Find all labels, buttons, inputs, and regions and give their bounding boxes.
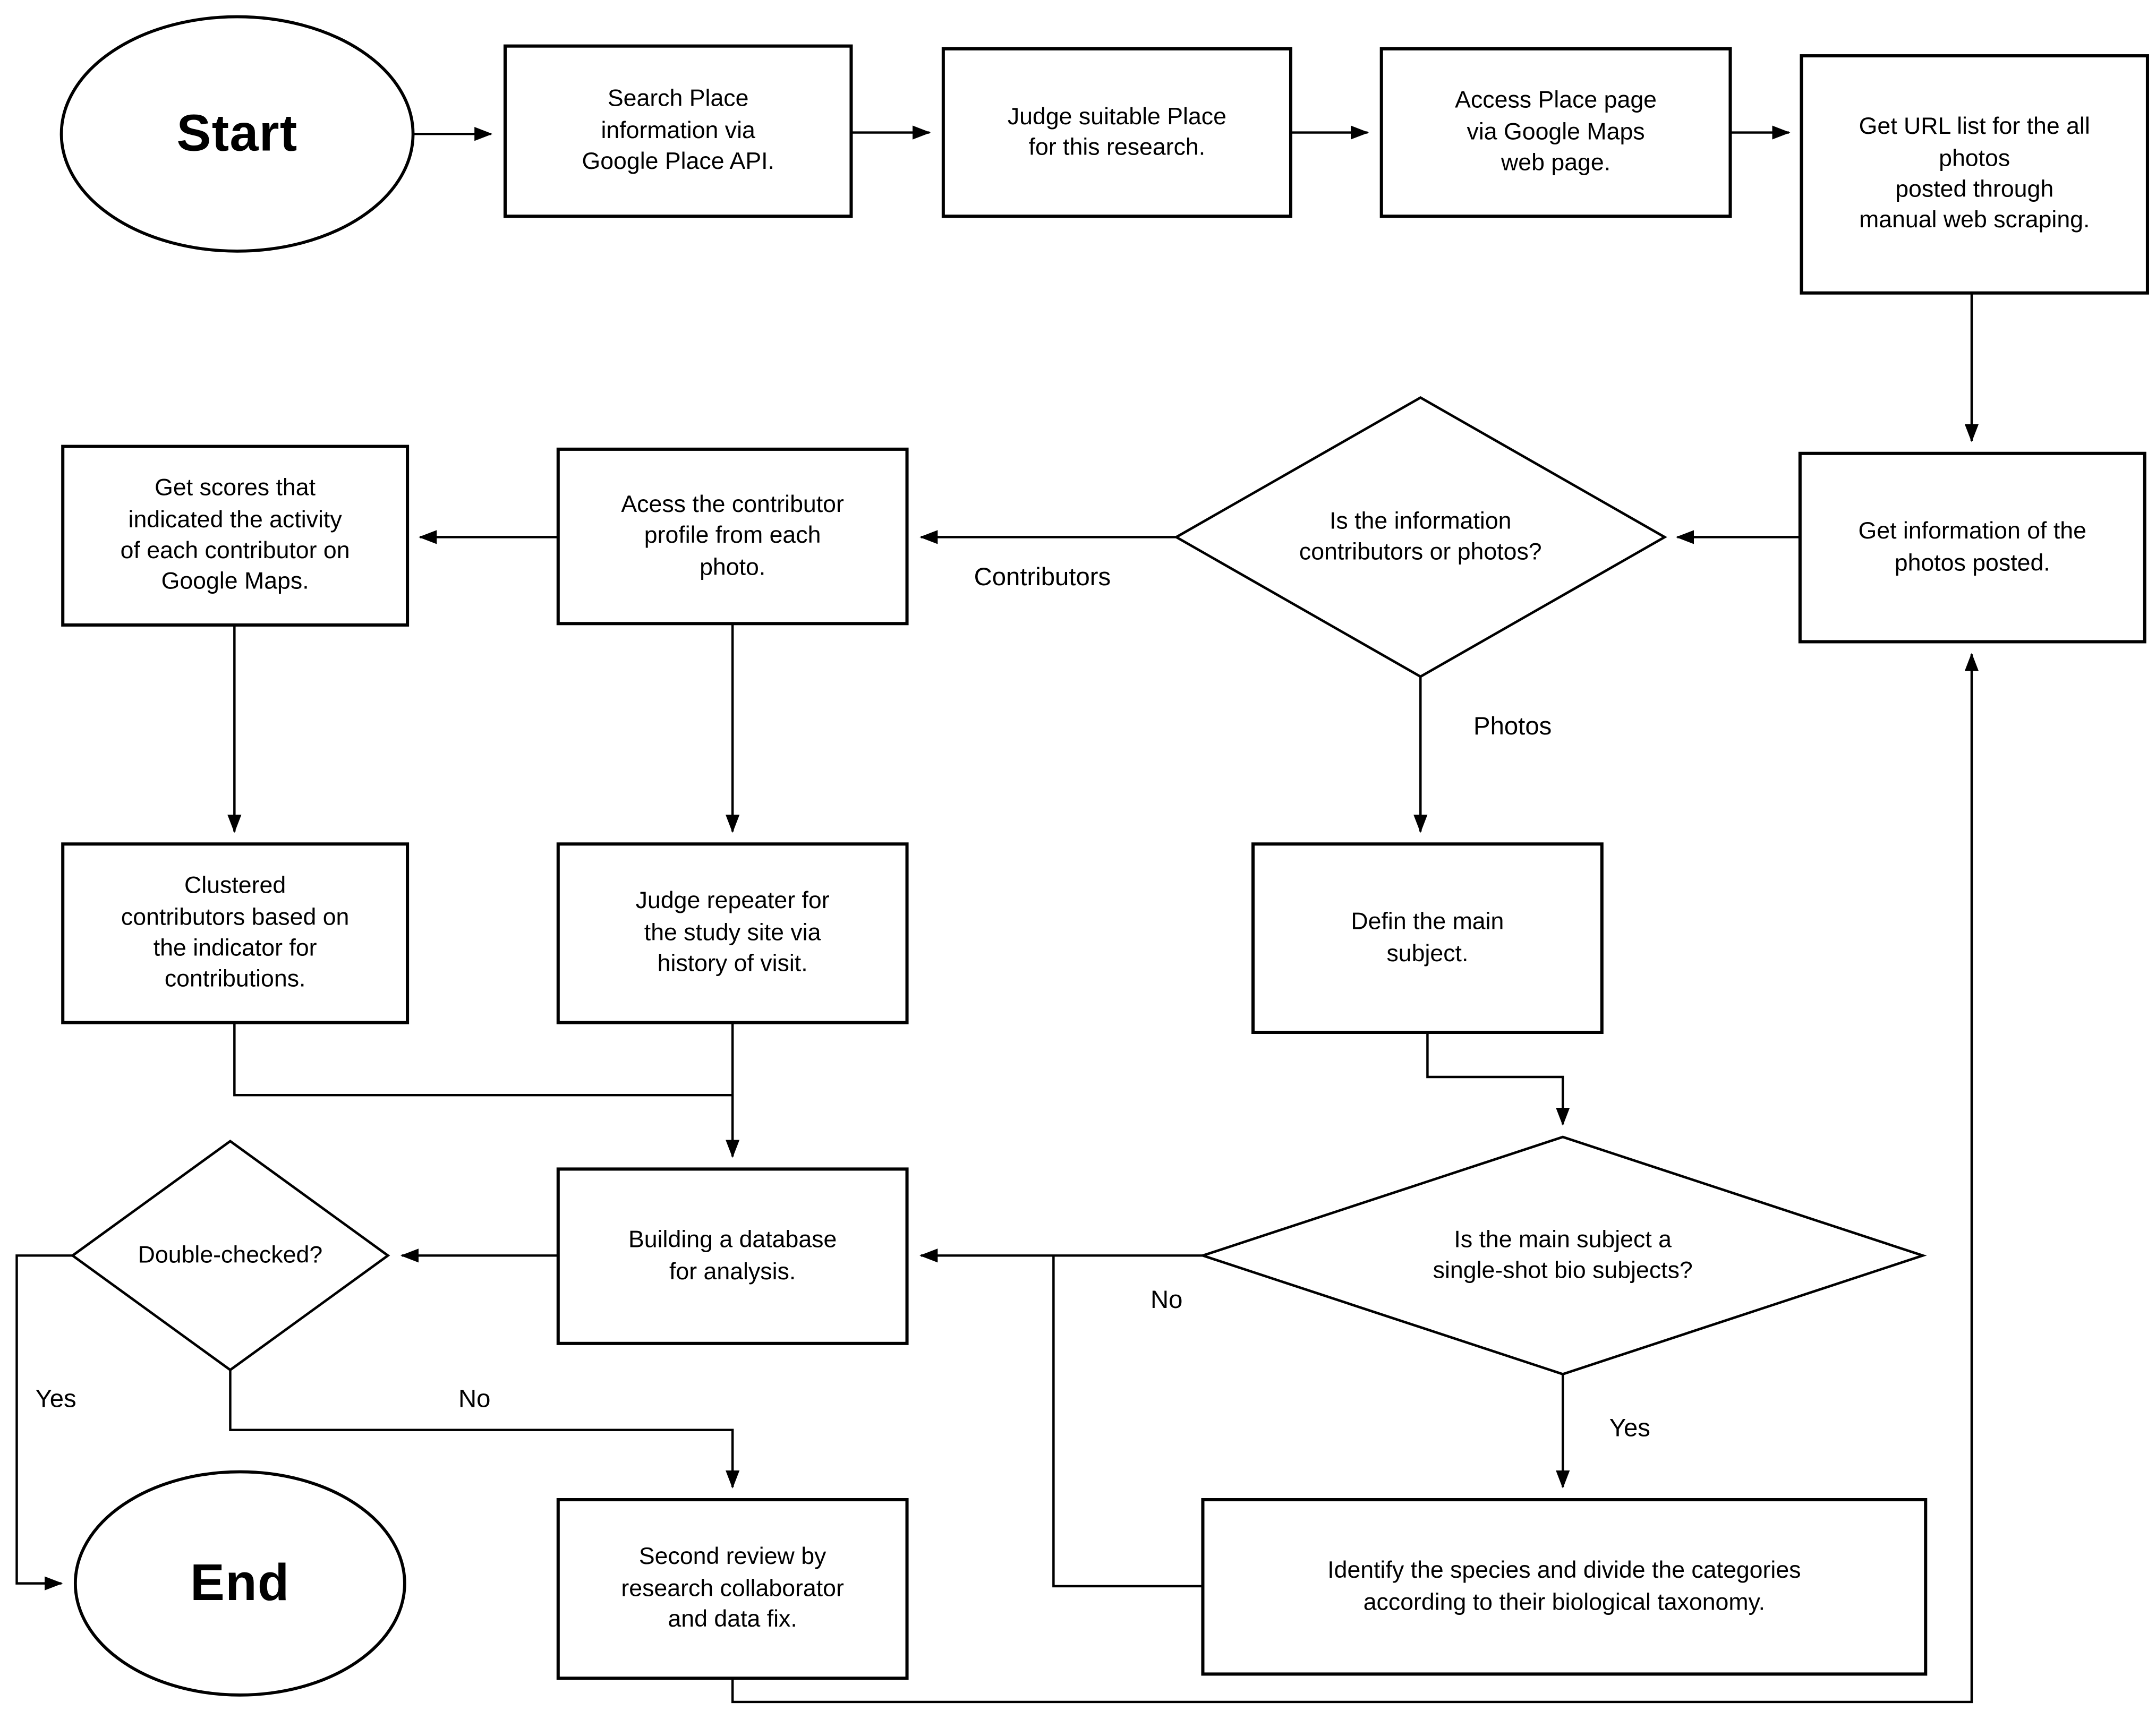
get-info-shape [1798, 451, 2146, 644]
single-shot-decision-shape [1198, 1135, 1927, 1376]
edge-second-review-loop-to-get-info [731, 653, 1979, 1704]
info-type-decision-shape [1173, 396, 1667, 678]
access-contributor-shape [556, 447, 909, 626]
edge-double-checked-yes-to-end [15, 1254, 73, 1590]
access-place-shape [1379, 47, 1732, 218]
get-url-list-shape [1800, 54, 2149, 295]
double-checked-shape [70, 1139, 390, 1372]
judge-repeater-shape [556, 842, 909, 1024]
get-scores-shape [61, 444, 410, 627]
edge-define-subject-to-single-shot-decision [1426, 1032, 1570, 1126]
edge-double-checked-no-to-second-review [229, 1370, 740, 1489]
start-terminator-shape [59, 15, 415, 253]
edge-identify-species-merge [1052, 1255, 1203, 1588]
edge-clustered-merge [233, 1022, 733, 1097]
clustered-shape [61, 842, 410, 1024]
define-subject-shape [1251, 842, 1604, 1034]
building-db-shape [556, 1167, 909, 1345]
end-terminator-shape [73, 1470, 406, 1697]
identify-species-shape [1201, 1498, 1928, 1676]
search-place-shape [503, 44, 853, 218]
judge-place-shape [941, 47, 1292, 218]
second-review-shape [556, 1498, 909, 1680]
